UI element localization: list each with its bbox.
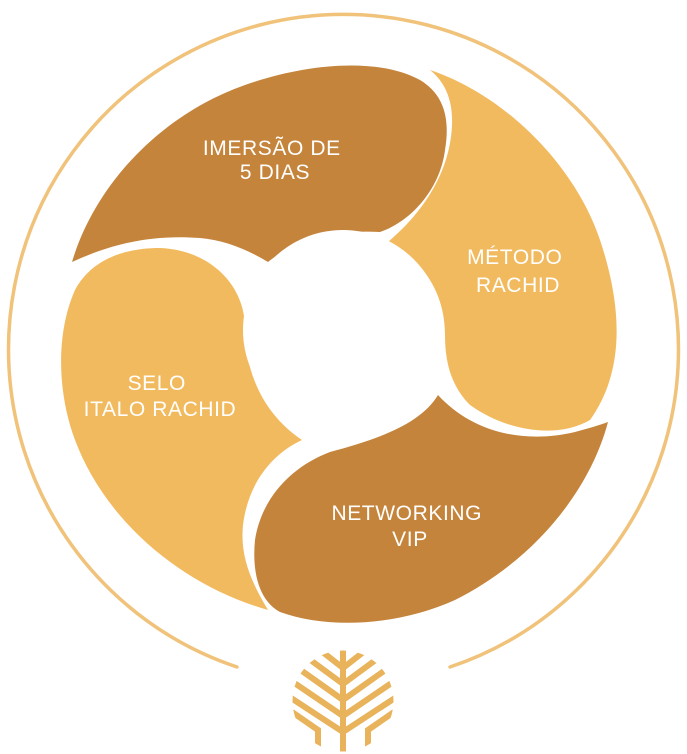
segment-bottom-line1: NETWORKING <box>331 502 482 525</box>
segment-bottom-label: NETWORKING VIP <box>331 502 488 551</box>
segment-right-line2: RACHID <box>476 274 560 297</box>
segment-top-line1: IMERSÃO DE <box>203 136 341 160</box>
segment-left-label: SELO ITALO RACHID <box>84 372 237 421</box>
outer-ring <box>6 12 681 669</box>
segment-top-line2: 5 DIAS <box>240 161 310 184</box>
segment-right <box>388 70 617 431</box>
segment-bottom <box>254 395 609 623</box>
wheat-leaf-logo <box>291 649 395 753</box>
segment-right-label: MÉTODO RACHID <box>467 246 569 297</box>
segment-left-line2: ITALO RACHID <box>84 398 237 421</box>
segment-top <box>72 65 447 262</box>
segment-top-label: IMERSÃO DE 5 DIAS <box>203 136 347 184</box>
segment-left <box>61 248 303 610</box>
segment-right-line1: MÉTODO <box>467 246 562 269</box>
segment-left-line1: SELO <box>128 372 186 395</box>
segment-bottom-line2: VIP <box>392 528 428 551</box>
center-circle <box>243 230 443 430</box>
